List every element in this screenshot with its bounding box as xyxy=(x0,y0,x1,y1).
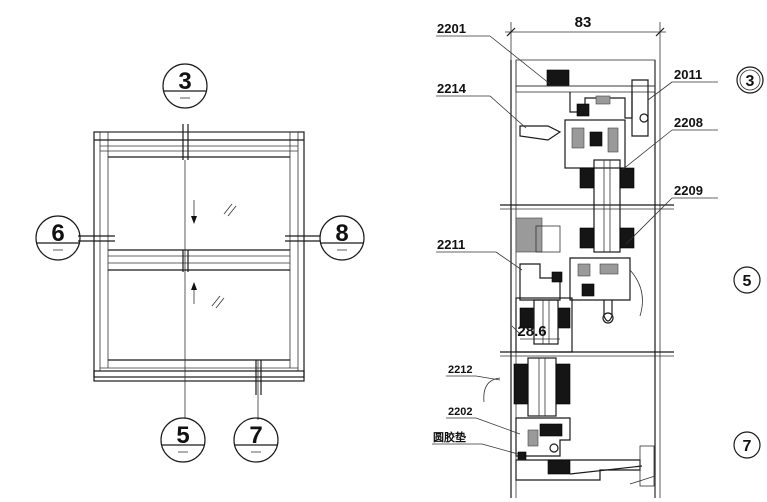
head-frame-profile xyxy=(515,59,656,169)
section-marker-top-label: 3 xyxy=(178,68,191,95)
section-marker-left-label: 6 xyxy=(51,220,64,247)
section-marker-left: 6 xyxy=(35,215,81,261)
callout-2202-label: 2202 xyxy=(448,406,472,418)
section-marker-bottom-center-label: 5 xyxy=(176,422,189,449)
section-marker-right: 8 xyxy=(319,215,365,261)
callout-2211: 2211 xyxy=(436,237,523,271)
sill xyxy=(93,370,305,382)
section-marker-top: 3 xyxy=(162,63,208,109)
lower-sash-top: 28.6 xyxy=(511,297,573,353)
section-marker-bottom-right: 7 xyxy=(233,417,279,463)
callout-2202: 2202 xyxy=(446,406,521,435)
callout-2201-label: 2201 xyxy=(437,21,466,36)
callout-2209-label: 2209 xyxy=(674,183,703,198)
detail-marker-middle-label: 5 xyxy=(743,273,752,290)
callout-2208: 2208 xyxy=(621,115,718,171)
upper-glass-unit xyxy=(579,159,635,253)
callout-gasket: 圆胶垫 xyxy=(432,430,519,455)
window-elevation: 3 6 8 5 7 xyxy=(35,63,365,463)
detail-marker-top-label: 3 xyxy=(746,73,755,90)
detail-marker-bottom-label: 7 xyxy=(743,438,752,455)
meeting-rail-profile xyxy=(515,217,643,324)
vertical-section: 83 xyxy=(432,14,764,498)
dimension-width-label: 83 xyxy=(575,14,592,31)
callout-2208-label: 2208 xyxy=(674,115,703,130)
callout-2211-label: 2211 xyxy=(437,237,465,252)
callout-2214: 2214 xyxy=(436,81,527,129)
callout-2011: 2011 xyxy=(647,67,718,101)
callout-gasket-label: 圆胶垫 xyxy=(433,430,466,444)
callout-2011-label: 2011 xyxy=(674,67,702,82)
callout-2214-label: 2214 xyxy=(437,81,467,96)
callout-2201: 2201 xyxy=(436,21,551,85)
callout-2212-label: 2212 xyxy=(448,364,472,376)
section-marker-bottom-center: 5 xyxy=(160,417,206,463)
detail-marker-bottom: 7 xyxy=(733,431,761,459)
sill-profile xyxy=(515,417,656,498)
callout-2209: 2209 xyxy=(625,183,718,245)
detail-marker-top: 3 xyxy=(736,66,764,94)
dimension-partial-label: 28.6 xyxy=(517,323,546,340)
section-marker-bottom-right-label: 7 xyxy=(249,422,262,449)
callout-2212: 2212 xyxy=(446,364,501,381)
section-marker-right-label: 8 xyxy=(335,220,348,247)
inner-frame-line xyxy=(99,131,299,372)
lower-glass-unit xyxy=(483,357,571,417)
detail-marker-middle: 5 xyxy=(733,266,761,294)
outer-frame xyxy=(93,131,305,378)
